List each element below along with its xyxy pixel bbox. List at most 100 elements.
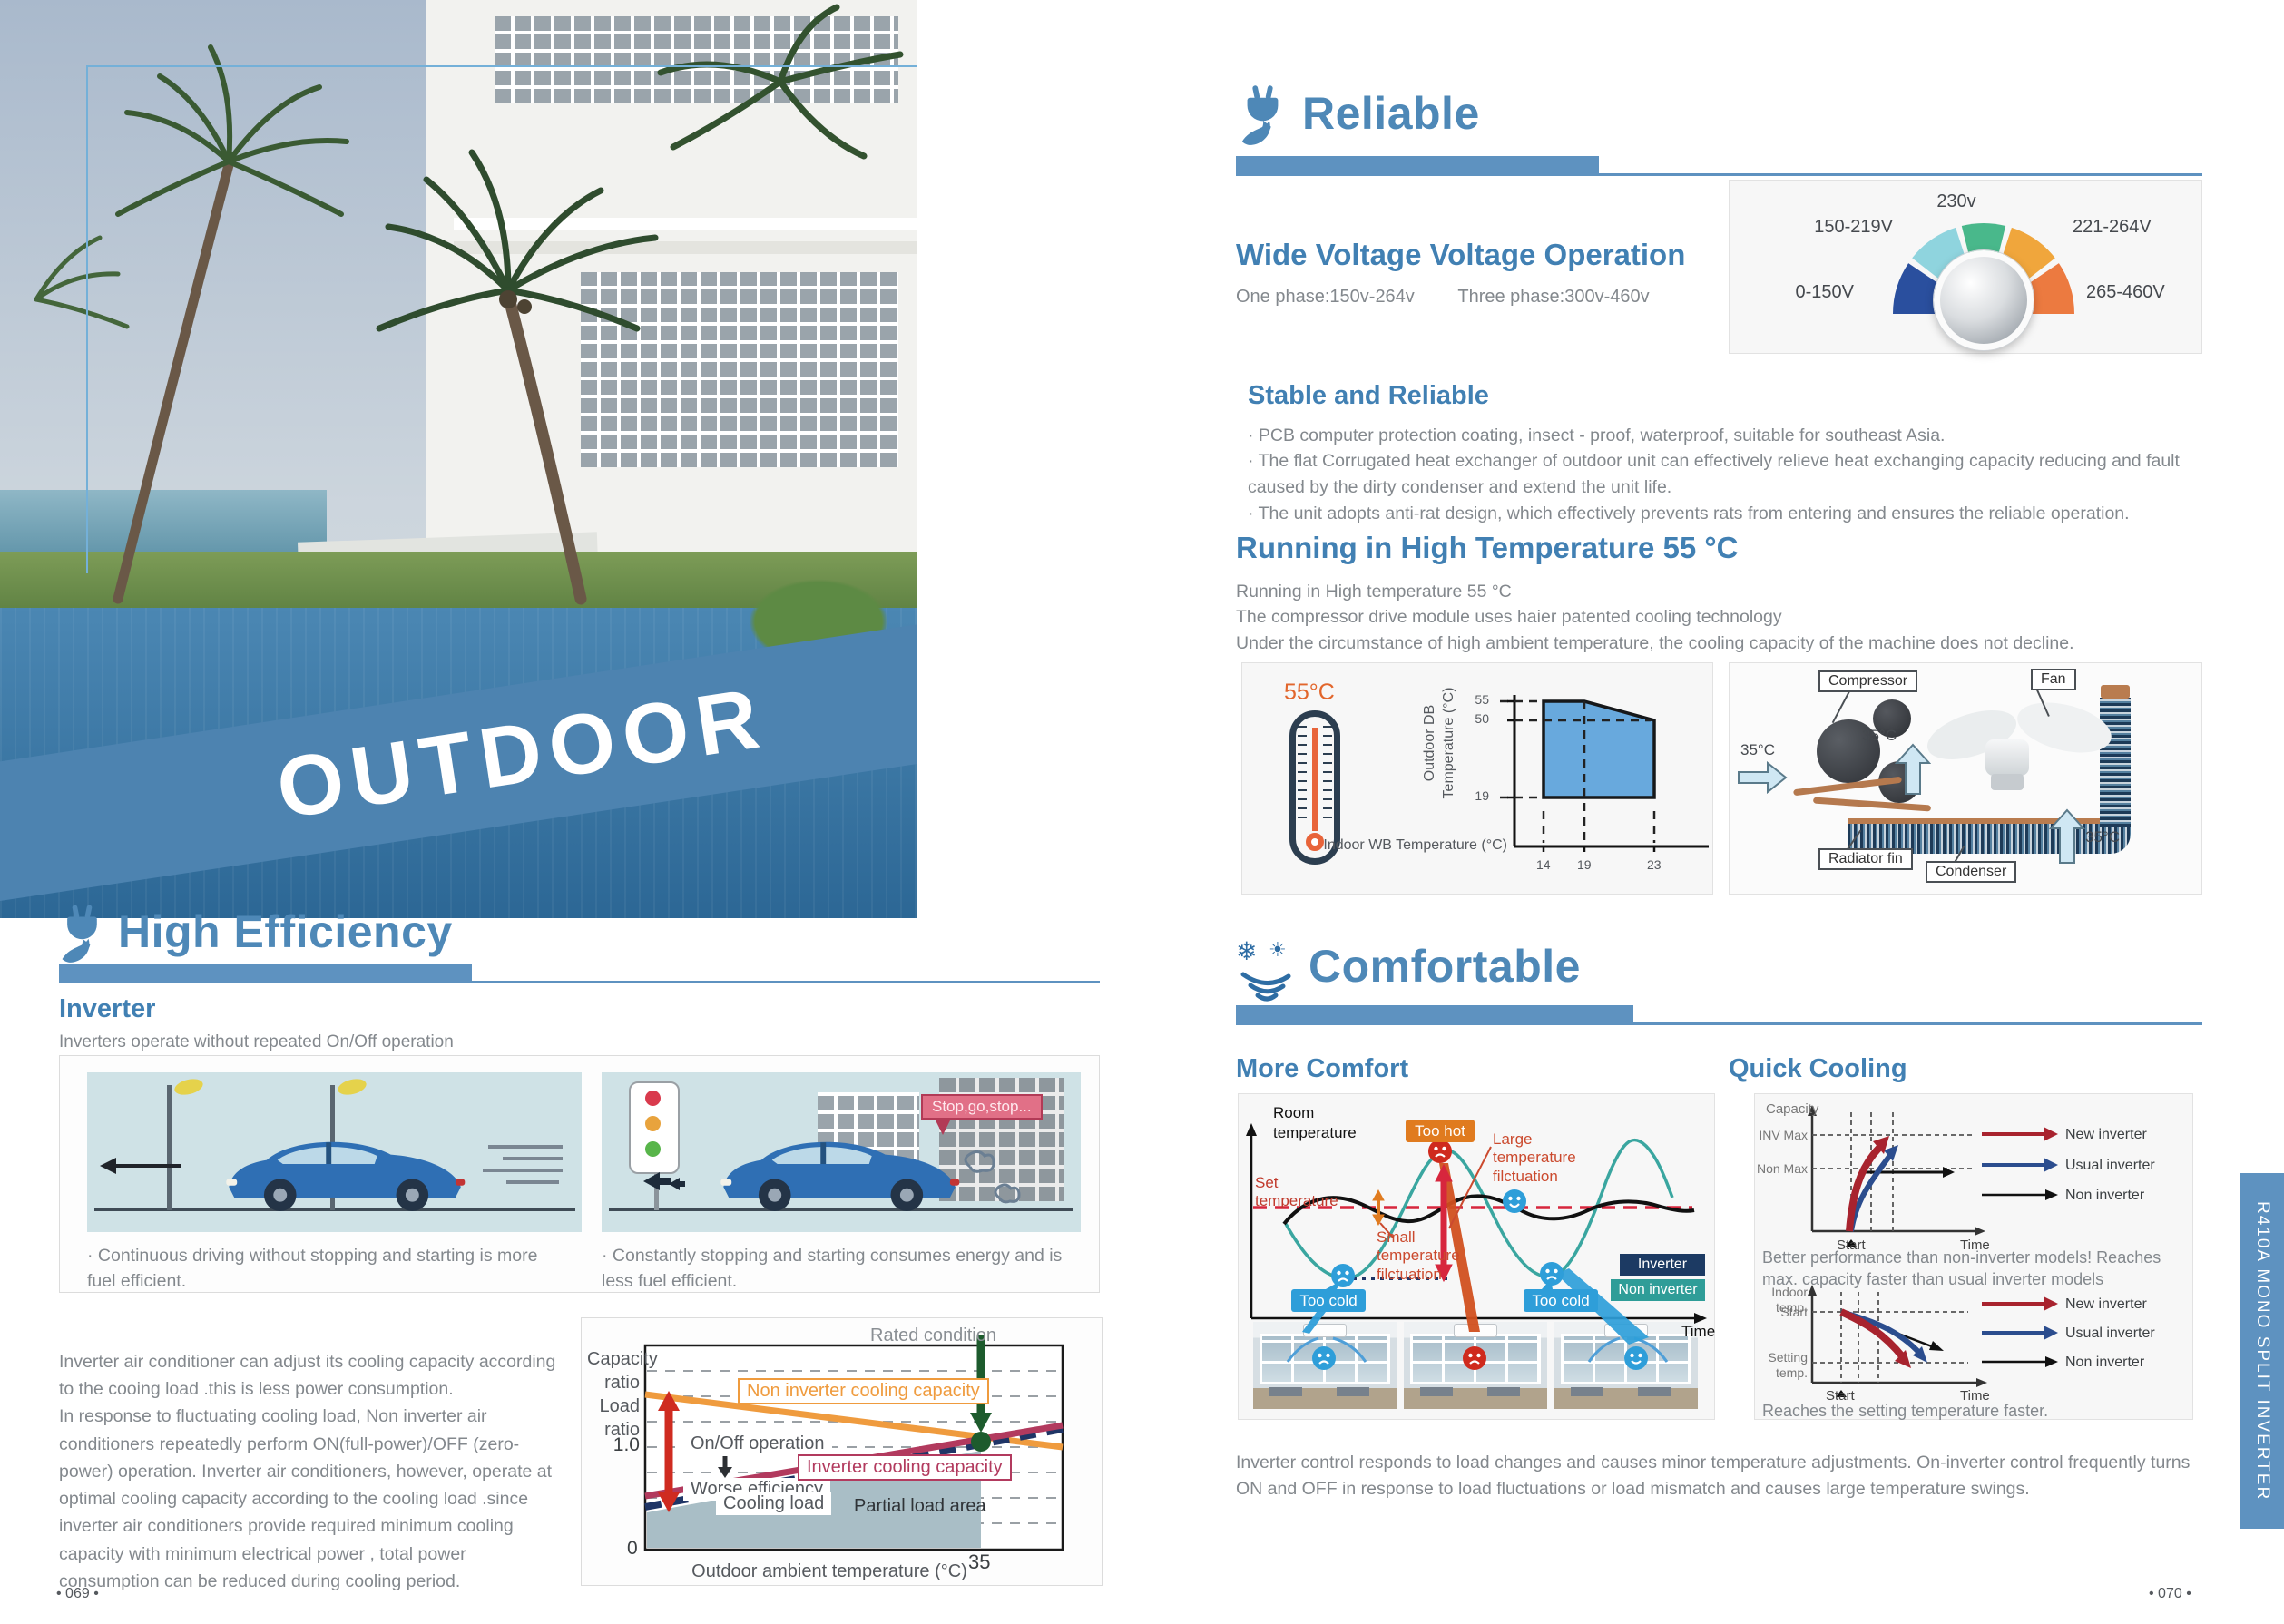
airflow-temp-1: 35°C — [1740, 741, 1775, 758]
quick-cooling-title: Quick Cooling — [1729, 1054, 1907, 1083]
svg-text:❄: ❄ — [1236, 937, 1257, 965]
car-caption-right: · Constantly stopping and starting consu… — [602, 1246, 1063, 1292]
running-lines: Running in High temperature 55 °C The co… — [1236, 582, 2074, 653]
quick-cooling-panel: Capacity INV Max Non Max Start Time New … — [1754, 1093, 2193, 1420]
sea — [0, 490, 327, 561]
radiator-fin-callout: Radiator fin — [1818, 848, 1913, 870]
speed-line — [488, 1145, 563, 1149]
x-axis-label: Outdoor ambient temperature (°C) — [691, 1561, 967, 1581]
legend-inverter: Inverter — [1620, 1254, 1705, 1276]
legendA-usual-inverter: Usual inverter — [2065, 1158, 2155, 1173]
ground-line — [94, 1208, 575, 1211]
thermo-bulb — [1306, 833, 1324, 851]
env-xtick-14: 14 — [1536, 857, 1551, 872]
cars-comparison-box: Stop,go,stop... · Continuous driving wit… — [59, 1055, 1100, 1293]
set-temp-label: Set temperature — [1255, 1174, 1338, 1209]
room-desk — [1337, 1387, 1369, 1396]
svg-text:☀: ☀ — [1269, 938, 1287, 961]
title-bar-thick — [59, 964, 472, 983]
wide-voltage-title: Wide Voltage Voltage Operation — [1236, 238, 1686, 271]
room-photo-cold — [1253, 1322, 1397, 1409]
room-desk — [1269, 1387, 1302, 1396]
thermo-temp-label: 55°C — [1284, 680, 1335, 705]
room-photo-comfortable — [1554, 1322, 1698, 1409]
thermometer — [1289, 710, 1340, 865]
airflow-arrow-up-icon — [1895, 743, 1931, 795]
env-ytick-50: 50 — [1475, 711, 1489, 726]
page-number-left: • 069 • — [56, 1586, 99, 1601]
legendB-new-inverter: New inverter — [2065, 1296, 2147, 1312]
x-tick-35: 35 — [968, 1551, 991, 1573]
copper-pipe-2 — [1812, 797, 1932, 812]
env-ytick-55: 55 — [1475, 692, 1489, 707]
photo-frame-top — [86, 65, 917, 67]
time-label: Time — [1681, 1323, 1716, 1340]
gauge-label-0-150: 0-150V — [1795, 282, 1855, 302]
stable-bullet-3: · The unit adopts anti-rat design, which… — [1248, 504, 2130, 523]
inverter-caption: Inverters operate without repeated On/Of… — [59, 1032, 454, 1052]
env-ytick-19: 19 — [1475, 788, 1489, 803]
condenser-coil-copper-top — [1848, 818, 2131, 824]
pointer-line — [1831, 690, 1851, 724]
stop-bubble: Stop,go,stop... — [921, 1094, 1043, 1135]
one-phase-spec: One phase:150v-264v — [1236, 287, 1415, 307]
y-axis-labels: Capacity ratio Load ratio — [587, 1349, 658, 1440]
fan-base — [1991, 774, 2024, 790]
car-illustration — [226, 1141, 466, 1212]
side-tab: R410A MONO SPLIT INVERTER — [2240, 1173, 2284, 1529]
traffic-light-green — [645, 1141, 661, 1157]
happy-face-blue-icon — [1503, 1189, 1526, 1213]
legendB-non-inverter: Non inverter — [2065, 1355, 2145, 1370]
room-photo-hot — [1404, 1322, 1547, 1409]
bubble-tail — [936, 1120, 950, 1135]
street-lamp-pole — [167, 1085, 172, 1210]
gauge-label-265-460: 265-460V — [2086, 282, 2165, 302]
street-lamp-head — [172, 1076, 205, 1098]
legendA-non-inverter: Non inverter — [2065, 1188, 2145, 1203]
start-level-label: Start — [1780, 1305, 1808, 1319]
capacity-chart-box: Rated condition Capacity ratio Load rati… — [581, 1317, 1103, 1586]
indoor-temp-label: Indoor temp. — [1771, 1285, 1808, 1315]
gauge-label-150-219: 150-219V — [1814, 217, 1893, 237]
env-xtick-19: 19 — [1577, 857, 1592, 872]
gauge-knob — [1934, 250, 2034, 350]
rated-condition-label: Rated condition — [870, 1326, 996, 1345]
room-desk — [1420, 1387, 1453, 1396]
sad-face-red-icon — [1428, 1140, 1452, 1163]
plug-leaf-icon — [1241, 85, 1279, 145]
legendA-new-inverter: New inverter — [2065, 1127, 2147, 1142]
traffic-light-yellow — [645, 1116, 661, 1131]
street-lamp-head-2 — [336, 1076, 368, 1098]
inverter-paragraph: Inverter air conditioner can adjust its … — [59, 1352, 556, 1591]
cooling-load-label: Cooling load — [716, 1492, 832, 1515]
title-bar-thick — [1236, 156, 1599, 176]
car-illustration — [720, 1141, 960, 1212]
exhaust-puffs — [964, 1150, 1021, 1204]
voltage-gauge-box: 230v 150-219V 221-264V 0-150V 265-460V — [1729, 180, 2202, 354]
compressor-callout: Compressor — [1818, 670, 1918, 692]
condenser-callout: Condenser — [1926, 861, 2017, 883]
capacity-axis-label: Capacity — [1766, 1101, 1819, 1117]
speed-line — [506, 1180, 559, 1184]
car-caption-left: · Continuous driving without stopping an… — [87, 1246, 538, 1292]
room-desk — [1638, 1387, 1671, 1396]
stable-reliable-title: Stable and Reliable — [1248, 381, 1489, 410]
sad-face-blue-icon — [1331, 1264, 1355, 1287]
page-number-right: • 070 • — [2149, 1586, 2191, 1601]
room-temp-label: Room temperature — [1273, 1104, 1357, 1142]
sad-face-blue-icon — [1312, 1346, 1336, 1370]
thermo-tube — [1312, 728, 1318, 831]
title-bar-thin — [1236, 173, 2202, 176]
stable-bullet-1: · PCB computer protection coating, insec… — [1248, 426, 1946, 445]
airflow-temp-3: 35°C — [2085, 828, 2120, 846]
env-xtick-23: 23 — [1647, 857, 1662, 872]
capacity-chart — [643, 1335, 1064, 1551]
small-fluctuation-label: Small temperature filctuation — [1377, 1228, 1460, 1283]
onoff-operation-label: On/Off operation — [683, 1433, 832, 1455]
car-panel-city: Stop,go,stop... — [602, 1072, 1081, 1232]
plug-leaf-icon — [62, 905, 97, 963]
partial-load-label: Partial load area — [854, 1496, 986, 1516]
quick-cooling-caption-1: Better performance than non-inverter mod… — [1762, 1248, 2161, 1289]
left-arrow-icon — [100, 1158, 181, 1174]
